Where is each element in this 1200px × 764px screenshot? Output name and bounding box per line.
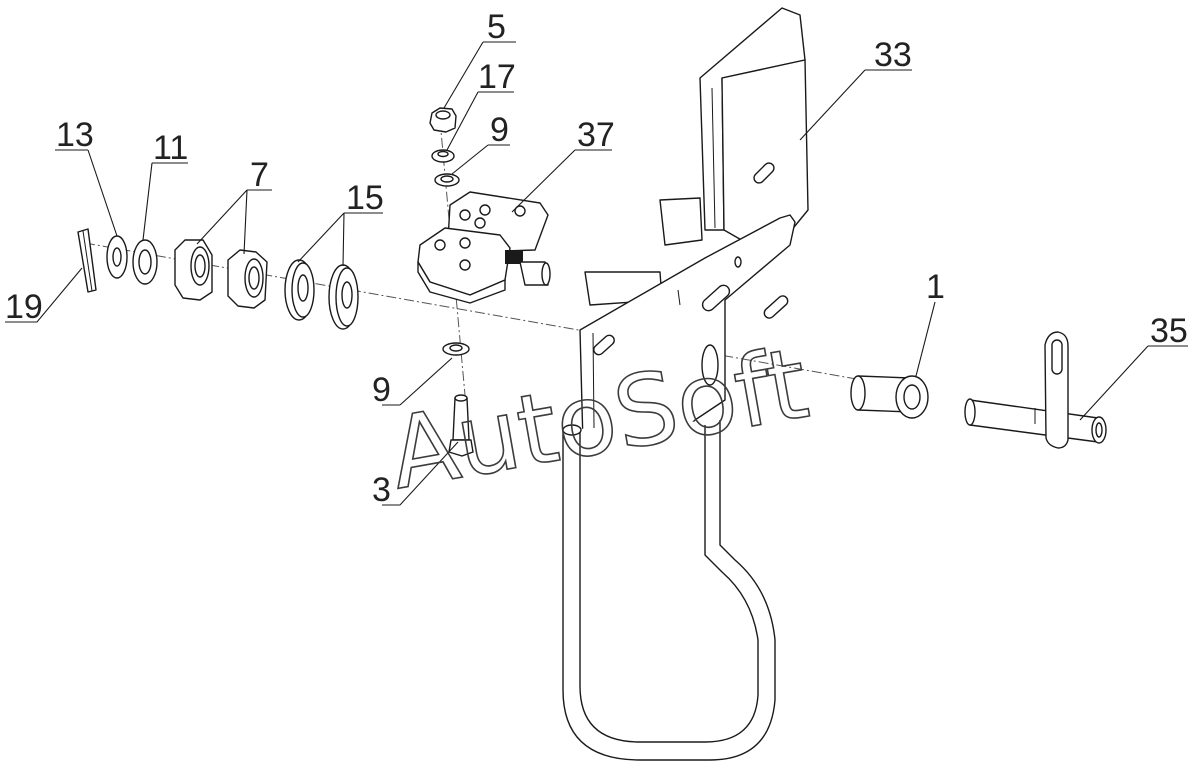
part-15-washer-a	[284, 259, 315, 321]
part-5-nut	[429, 107, 457, 133]
part-7-nut-b	[227, 249, 268, 309]
callout-35: 35	[1150, 312, 1188, 350]
part-1-bushing	[850, 375, 929, 419]
callout-11: 11	[153, 129, 188, 167]
callout-19: 19	[5, 288, 43, 326]
part-7-nut-a	[174, 239, 213, 301]
callout-5: 5	[487, 8, 506, 46]
callout-9-bottom: 9	[372, 371, 391, 409]
callout-7: 7	[250, 156, 269, 194]
callout-1: 1	[926, 268, 945, 306]
part-3-bolt	[448, 394, 474, 457]
part-9-washer-top	[434, 173, 460, 187]
part-37-clevis-assembly	[417, 191, 551, 304]
part-11-washer	[132, 239, 158, 285]
callout-labels: 5 17 9 37 7 11 13 15 19 33 1 35 9 3	[5, 8, 1188, 509]
callout-13: 13	[56, 116, 94, 154]
part-17-spring-washer	[431, 149, 455, 163]
callout-15: 15	[346, 179, 384, 217]
part-35-pin	[964, 331, 1107, 449]
leader-lines	[5, 41, 1188, 506]
callout-9-top: 9	[490, 111, 509, 149]
callout-3: 3	[372, 471, 391, 509]
callout-37: 37	[577, 116, 615, 154]
callout-33: 33	[874, 36, 912, 74]
part-33-pedal-bracket	[562, 7, 809, 761]
callout-17: 17	[478, 58, 516, 96]
part-13-washer	[106, 235, 128, 279]
part-9-washer-bottom	[442, 342, 470, 356]
part-19-cotter-pin	[77, 228, 97, 293]
part-15-washer-b	[328, 264, 359, 330]
